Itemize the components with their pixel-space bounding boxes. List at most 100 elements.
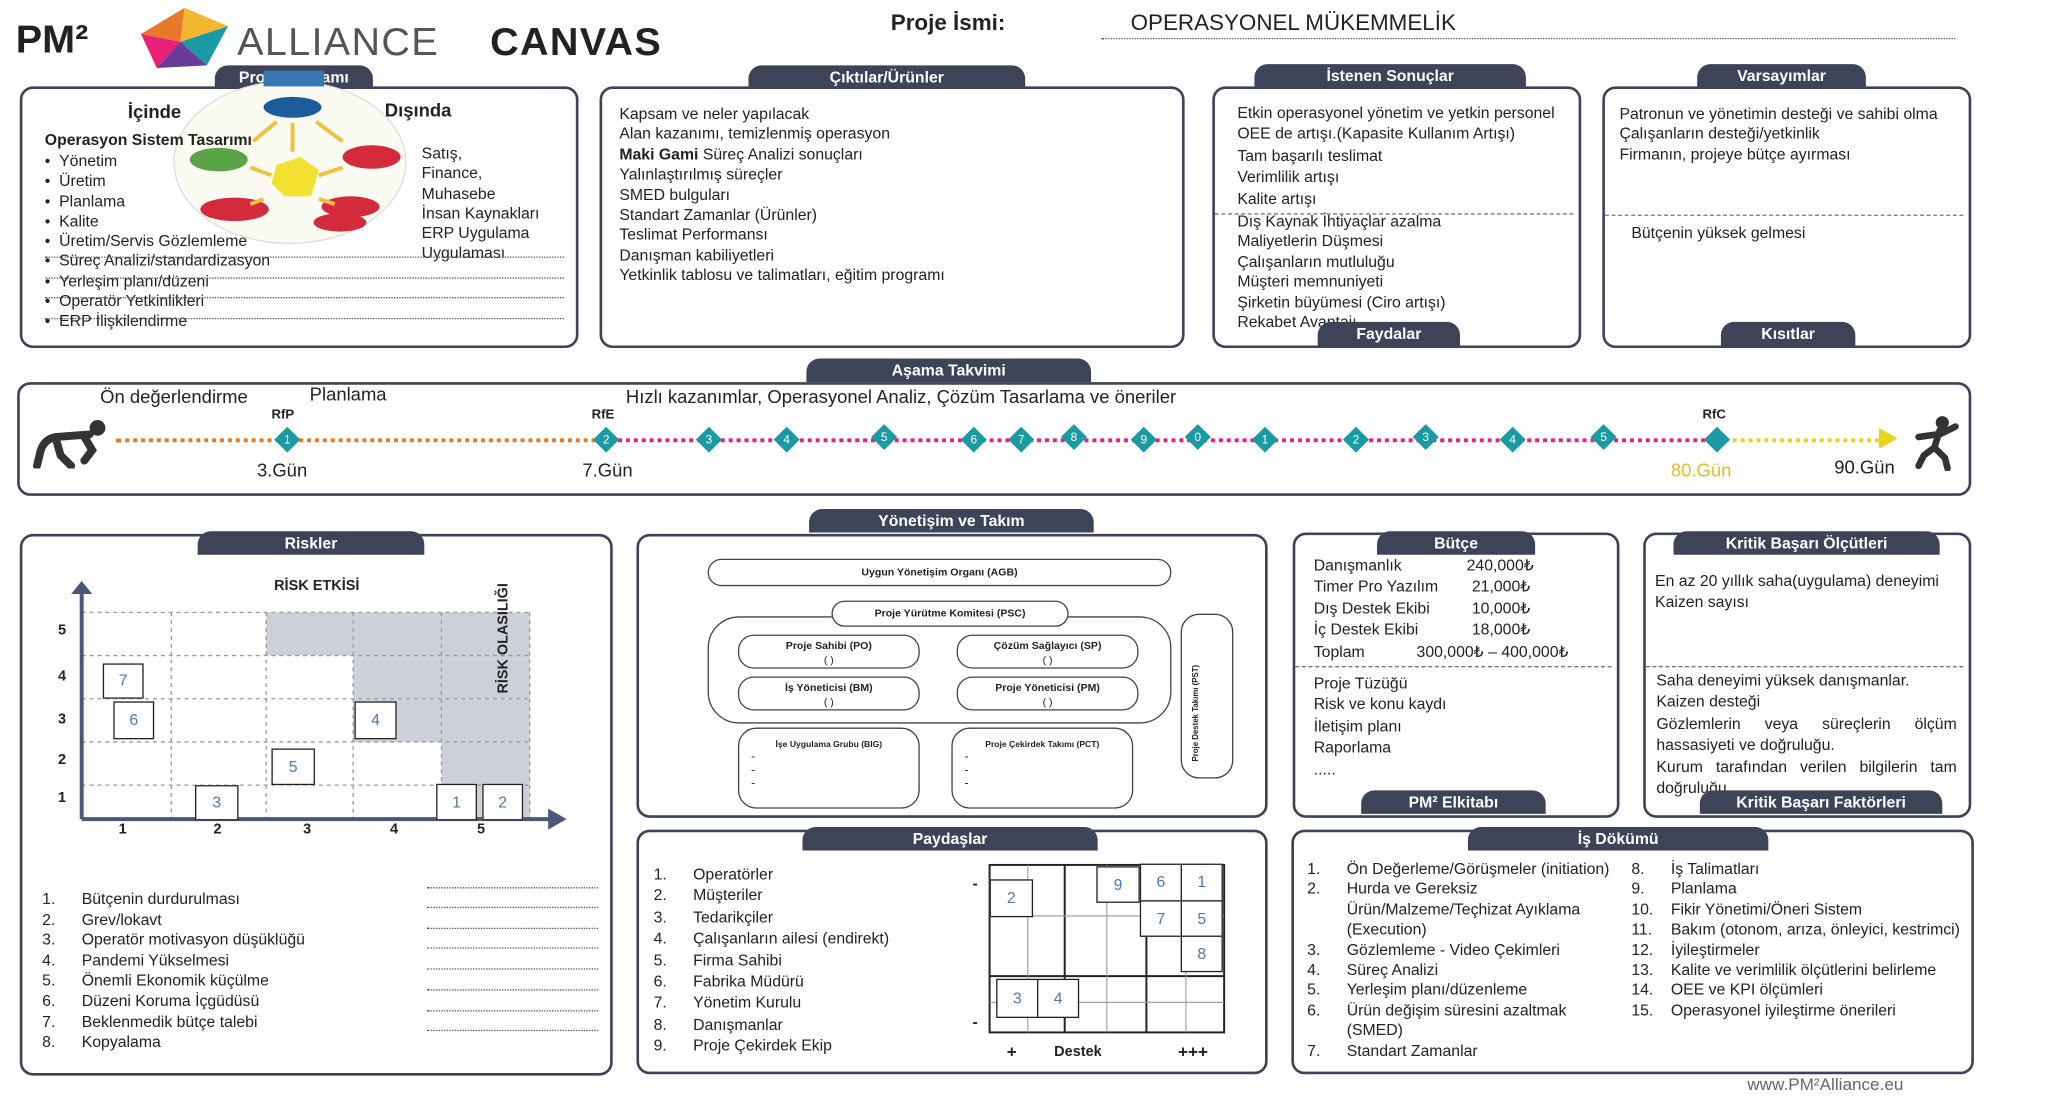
pct-dash: - [964,775,969,790]
stakeholder-marker: 5 [1180,900,1223,937]
day-3-label: 3.Gün [256,459,308,481]
risk-marker: 7 [102,663,144,699]
pct-label: Proje Çekirdek Takımı (PCT) [985,740,1100,750]
scope-dotted-line [44,256,564,258]
risk-dotted-line [426,947,599,949]
desired-results-tab: İstenen Sonuçlar [1254,64,1526,88]
risk-marker: 4 [354,701,397,740]
list-item: Gözlemlerin veya süreçlerin ölçüm hassas… [1656,714,1957,754]
outputs-tab: Çıktılar/Ürünler [748,65,1026,89]
list-item: 6.Ürün değişim süresini azaltmak (SMED) [1307,1000,1567,1040]
project-name-value: OPERASYONEL MÜKEMMELİK [1130,10,1456,36]
list-item: 4.Pandemi Yükselmesi [42,950,230,970]
list-item: İnsan Kaynakları [421,203,540,223]
timeline-tab: Aşama Takvimi [806,358,1092,383]
list-item: Danışman kabiliyetleri [619,245,775,265]
pct-dash: - [964,749,969,763]
list-item: 7.Beklenmedik bütçe talebi [42,1012,258,1031]
list-item: Maliyetlerin Düşmesi [1237,232,1384,251]
stakeholder-marker: 4 [1037,978,1080,1019]
agb-box: Uygun Yönetişim Organı (AGB) [707,558,1172,587]
footer-url[interactable]: www.PM²Alliance.eu [1747,1074,1904,1094]
pm-label: Proje Yöneticisi (PM) [995,681,1100,694]
list-item: 3.Tedarikçiler [653,907,774,927]
stakeholders-list: 1.Operatörler 2.Müşteriler 3.Tedarikçile… [654,864,983,1057]
x-tick: 3 [303,821,312,838]
list-item: Maki Gami Süreç Analizi sonuçları [619,144,863,164]
po-box: Proje Sahibi (PO) ( ) [737,634,920,669]
critical-success-criteria-list: En az 20 yıllık saha(uygulama) deneyimi … [1655,571,1958,614]
list-item: Dış Kaynak İhtiyaçlar azalma [1237,211,1442,231]
list-item: Raporlama [1313,738,1392,757]
list-item: En az 20 yıllık saha(uygulama) deneyimi [1655,571,1939,591]
y-tick: 4 [57,668,67,685]
list-item: 5.Önemli Ekonomik küçülme [42,971,269,990]
assumptions-tab: Varsayımlar [1697,64,1866,88]
list-item: 2.Hurda ve Gereksiz Ürün/Malzeme/Teçhiza… [1307,879,1581,939]
timeline-arrow-icon [1879,427,1898,449]
milestone-diamond: 0 [1184,424,1211,450]
list-item: 3.Gözlemleme - Video Çekimleri [1307,940,1560,959]
scope-dotted-line [44,277,564,279]
results-divider [1214,213,1574,215]
work-breakdown-list-1: 1.Ön Değerleme/Görüşmeler (initiation) 2… [1307,860,1623,1062]
risk-dotted-line [426,1010,599,1012]
stakeholder-axis-plus: + [1006,1041,1017,1062]
risk-probability-title: RİSK OLASILIĞI [495,583,512,694]
psc-box: Proje Yürütme Komitesi (PSC) [831,600,1069,627]
risk-dotted-line [426,906,599,909]
list-item: Tam başarılı teslimat [1237,146,1383,165]
critical-success-tab: Kritik Başarı Ölçütleri [1673,531,1940,555]
pct-dash: - [964,762,969,776]
list-item: • Operatör Yetkinlikleri [44,291,205,311]
list-item: 7.Yönetim Kurulu [653,993,802,1013]
handbook-tab: PM² Elkitabı [1361,790,1546,814]
list-item: Satış, [421,143,463,163]
critical-success-factors-tab: Kritik Başarı Faktörleri [1699,790,1943,814]
list-item: • Yönetim [44,151,118,171]
stakeholder-axis-plus3: +++ [1178,1041,1209,1062]
scope-out-list: Satış, Finance, Muhasebe İnsan Kaynaklar… [422,144,567,264]
governance-tab: Yönetişim ve Takım [809,509,1094,533]
milestone-rfe-label: RfE [591,408,615,423]
stakeholder-axis-minus: - [972,874,978,893]
y-tick: 1 [57,790,67,807]
list-item: Çalışanların desteği/yetkinlik [1619,124,1820,144]
big-box: İşe Uygulama Grubu (BIG) - - - [737,727,920,809]
pct-box: Proje Çekirdek Takımı (PCT) - - - [951,727,1134,809]
list-item: 11.Bakım (otonom, arıza, önleyici, kestr… [1631,920,1960,939]
risk-dotted-line [426,927,599,930]
list-item: 9.Planlama [1631,879,1737,899]
list-item: OEE de artışı.(Kapasite Kullanım Artışı) [1237,124,1516,144]
list-item: 10.Fikir Yönetimi/Öneri Sistem [1631,900,1863,919]
big-label: İşe Uygulama Grubu (BIG) [775,740,883,750]
milestone-diamond: 2 [593,426,620,453]
list-item: 8.Danışmanlar [653,1015,783,1034]
list-item: 15.Operasyonel iyileştirme önerileri [1631,1000,1896,1020]
scope-in-heading: Operasyon Sistem Tasarımı [44,130,252,150]
list-item: Kaizen sayısı [1655,593,1750,612]
scope-dotted-line [44,317,564,320]
list-item: • Kalite [44,211,99,231]
list-item: 5.Yerleşim planı/düzenleme [1307,980,1528,999]
milestone-diamond: 4 [1499,426,1526,453]
sp-label: Çözüm Sağlayıcı (SP) [993,639,1102,652]
risk-dotted-line [426,887,599,889]
logo-canvas: CANVAS [490,20,663,65]
bm-paren: ( ) [823,696,834,708]
milestone-diamond: 2 [1342,426,1369,453]
stakeholders-tab: Paydaşlar [802,826,1098,851]
list-item: Alan kazanımı, temizlenmiş operasyon [619,124,891,144]
po-paren: ( ) [823,654,834,667]
risk-dotted-line [426,1029,599,1032]
list-item: ERP Uygulama [421,223,530,243]
constraint-item: Bütçenin yüksek gelmesi [1631,223,1806,243]
milestone-diamond: 1 [1251,426,1279,453]
risk-dotted-line [426,968,599,970]
sp-box: Çözüm Sağlayıcı (SP) ( ) [956,634,1139,669]
list-item: Saha deneyimi yüksek danışmanlar. [1656,671,1910,690]
project-name-label: Proje İsmi: [890,10,1006,36]
scope-in-label: İçinde [127,100,182,122]
